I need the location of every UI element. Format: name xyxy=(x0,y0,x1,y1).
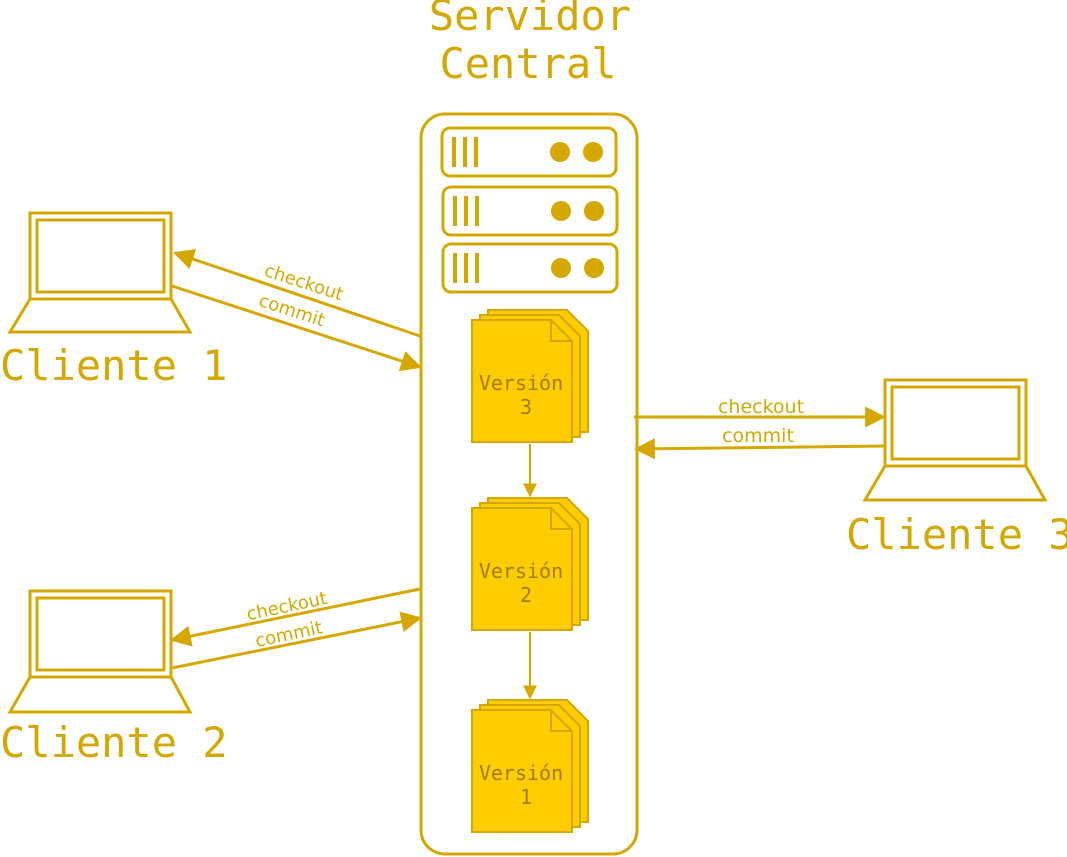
client-3-commit-arrow xyxy=(633,438,885,460)
client-3-commit-label: commit xyxy=(722,425,794,447)
version-3-number: 3 xyxy=(520,395,532,419)
server-title-line1: Servidor xyxy=(429,0,631,40)
version-3-label: Versión xyxy=(479,371,563,395)
client-1-laptop-icon xyxy=(7,211,193,334)
client-2-checkout-arrow xyxy=(169,587,421,647)
doc-sheet xyxy=(471,507,573,631)
version-2-doc-stack: Versión 2 xyxy=(471,497,589,631)
rack-unit xyxy=(440,126,618,178)
doc-sheet xyxy=(471,709,573,833)
client-2-commit-arrow xyxy=(171,611,423,670)
client-1-checkout-arrow xyxy=(173,249,421,338)
version-2-number: 2 xyxy=(520,583,532,607)
client-2-laptop-icon xyxy=(7,589,193,714)
doc-sheet xyxy=(471,319,573,443)
rack-unit xyxy=(441,242,619,294)
server-title-line2: Central xyxy=(439,39,616,88)
version-1-doc-stack: Versión 1 xyxy=(471,699,589,833)
client-3-name: Cliente 3 xyxy=(846,510,1067,559)
version-1-number: 1 xyxy=(520,785,532,809)
client-2-name: Cliente 2 xyxy=(0,718,228,767)
version-3-doc-stack: Versión 3 xyxy=(471,309,589,443)
version-1-label: Versión xyxy=(479,761,563,785)
rack-unit xyxy=(441,185,619,237)
server-rack-icon xyxy=(440,126,619,294)
client-3-laptop-icon xyxy=(862,378,1048,502)
client-3-checkout-label: checkout xyxy=(718,396,804,418)
client-1-name: Cliente 1 xyxy=(0,341,228,390)
client-1-commit-arrow xyxy=(171,284,422,372)
version-2-label: Versión xyxy=(479,559,563,583)
